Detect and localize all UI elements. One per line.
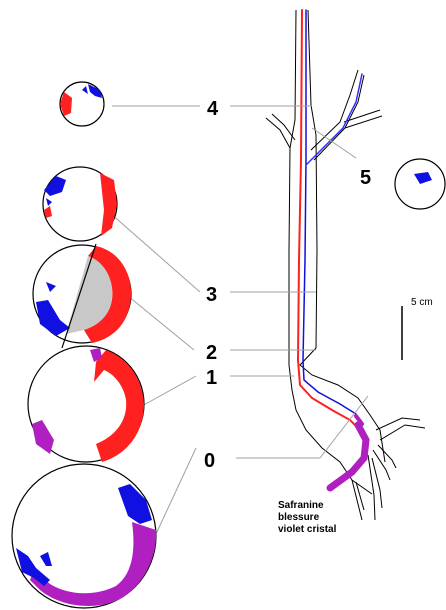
cross-section-2 — [33, 244, 131, 348]
dye-legend: Safranine blessure violet cristal — [278, 500, 337, 535]
purple-dye-track — [330, 425, 366, 488]
label-1: 1 — [206, 367, 217, 389]
leader-lines — [102, 106, 368, 534]
label-2: 2 — [206, 342, 217, 364]
dye-tracks — [298, 10, 366, 488]
legend-violet-cristal: violet cristal — [278, 524, 337, 535]
cross-section-3 — [43, 167, 117, 241]
label-5: 5 — [360, 167, 371, 189]
section-labels: 4 5 3 2 1 0 — [204, 98, 371, 472]
cross-section-1 — [28, 346, 144, 462]
blue-branch-track — [306, 74, 362, 165]
stem-outline — [266, 10, 425, 520]
scale-bar: 5 cm — [402, 297, 433, 360]
label-3: 3 — [206, 284, 217, 306]
cross-section-0 — [12, 464, 156, 608]
label-0: 0 — [204, 450, 215, 472]
legend-blessure: blessure — [278, 512, 320, 523]
legend-safranine: Safranine — [278, 500, 324, 511]
scale-bar-label: 5 cm — [411, 297, 433, 308]
label-4: 4 — [207, 98, 219, 120]
cross-section-5 — [395, 159, 445, 209]
cross-section-4 — [60, 82, 104, 126]
